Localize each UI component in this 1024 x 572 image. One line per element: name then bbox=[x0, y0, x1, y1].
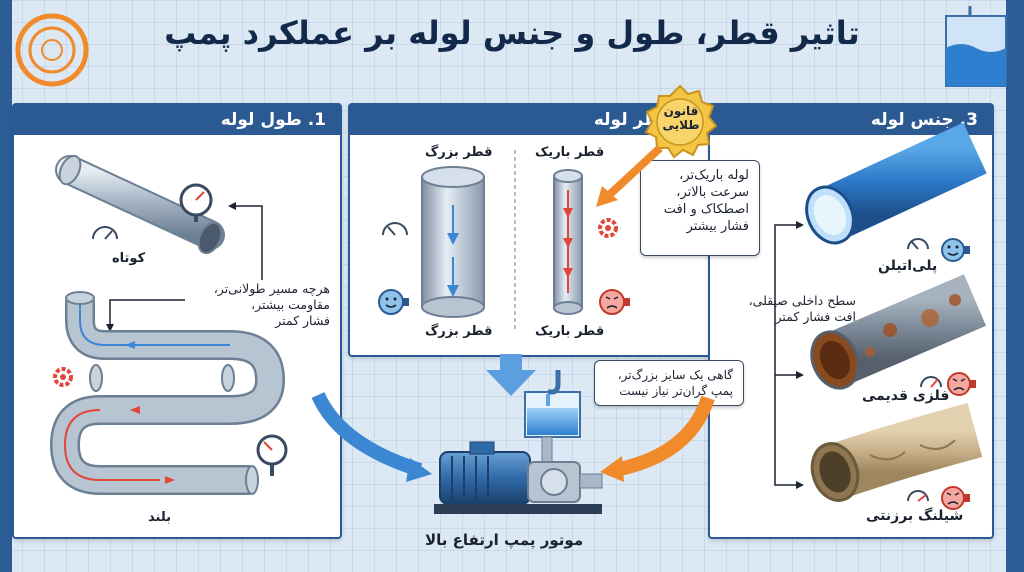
metal-label: فلزی قدیمی bbox=[862, 388, 950, 404]
right-border-strip bbox=[1006, 0, 1024, 572]
pressure-gauge-long-icon bbox=[256, 434, 288, 476]
pump-note-line-1: گاهی یک سایز بزرگ‌تر، bbox=[617, 368, 733, 382]
golden-rule-title: قانون طلایی bbox=[656, 104, 706, 132]
water-tank-decoration-icon bbox=[945, 6, 1007, 87]
hose-label: شیلنگ برزنتی bbox=[866, 508, 964, 524]
narrow-diameter-bottom-label: قطر باریک bbox=[535, 324, 605, 339]
wide-pipe-illustration bbox=[421, 166, 485, 318]
metal-angry-pump-icon bbox=[947, 372, 976, 396]
target-decoration-icon bbox=[15, 13, 89, 87]
pump-label: موتور پمپ ارتفاع بالا bbox=[425, 531, 584, 549]
low-pressure-dial-icon bbox=[382, 222, 408, 236]
wide-diameter-top-label: قطر بزرگ bbox=[425, 145, 493, 160]
golden-rule-line-1: لوله باریک‌تر، bbox=[679, 168, 749, 183]
angry-pump-icon bbox=[599, 289, 630, 315]
pvc-label: پلی‌اتیلن bbox=[878, 258, 938, 274]
pvc-happy-pump-icon bbox=[941, 238, 970, 262]
panel-header-length: 1. طول لوله bbox=[14, 105, 340, 135]
main-title: تاثیر قطر، طول و جنس لوله بر عملکرد پمپ bbox=[164, 14, 860, 52]
happy-pump-icon bbox=[378, 289, 409, 315]
golden-rule-title-line-1: قانون bbox=[663, 104, 699, 118]
divider-dashed-line bbox=[514, 150, 516, 330]
length-note: هرچه مسیر طولانی‌تر، مقاومت بیشتر، فشار … bbox=[180, 281, 330, 329]
pvc-dial-icon bbox=[907, 238, 929, 250]
length-note-line-2: مقاومت بیشتر، bbox=[251, 297, 330, 312]
pump-motor-illustration bbox=[434, 370, 603, 514]
panel-header-material: 3. جنس لوله bbox=[710, 105, 992, 135]
golden-rule-line-2: سرعت بالاتر، bbox=[676, 185, 749, 200]
friction-gear-icon bbox=[53, 367, 73, 387]
material-note-line-2: افت فشار کمتر bbox=[775, 309, 857, 324]
left-border-strip bbox=[0, 0, 12, 572]
golden-rule-callout: لوله باریک‌تر، سرعت بالاتر، اصطکاک و افت… bbox=[640, 160, 760, 256]
long-pipe-label: بلند bbox=[148, 510, 172, 525]
golden-rule-badge-icon bbox=[644, 84, 718, 159]
narrow-diameter-top-label: قطر باریک bbox=[535, 145, 605, 160]
wide-diameter-bottom-label: قطر بزرگ bbox=[425, 324, 493, 339]
metal-dial-icon bbox=[920, 376, 942, 388]
golden-rule-title-line-2: طلایی bbox=[662, 118, 700, 132]
hose-dial-icon bbox=[907, 490, 929, 502]
pressure-gauge-icon bbox=[179, 183, 213, 222]
length-note-line-3: فشار کمتر bbox=[275, 313, 330, 328]
speed-dial-icon bbox=[92, 226, 118, 240]
pump-note-callout: گاهی یک سایز بزرگ‌تر، پمپ گران‌تر نیاز ن… bbox=[594, 360, 744, 406]
golden-rule-line-4: فشار بیشتر bbox=[686, 219, 749, 234]
length-note-line-1: هرچه مسیر طولانی‌تر، bbox=[213, 281, 330, 296]
narrow-pipe-illustration bbox=[553, 169, 583, 315]
pump-note-line-2: پمپ گران‌تر نیاز نیست bbox=[619, 384, 733, 398]
friction-gear-narrow-icon bbox=[598, 218, 618, 238]
hose-angry-pump-icon bbox=[941, 486, 970, 510]
golden-rule-line-3: اصطکاک و افت bbox=[663, 202, 749, 217]
short-pipe-label: کوتاه bbox=[112, 251, 146, 266]
